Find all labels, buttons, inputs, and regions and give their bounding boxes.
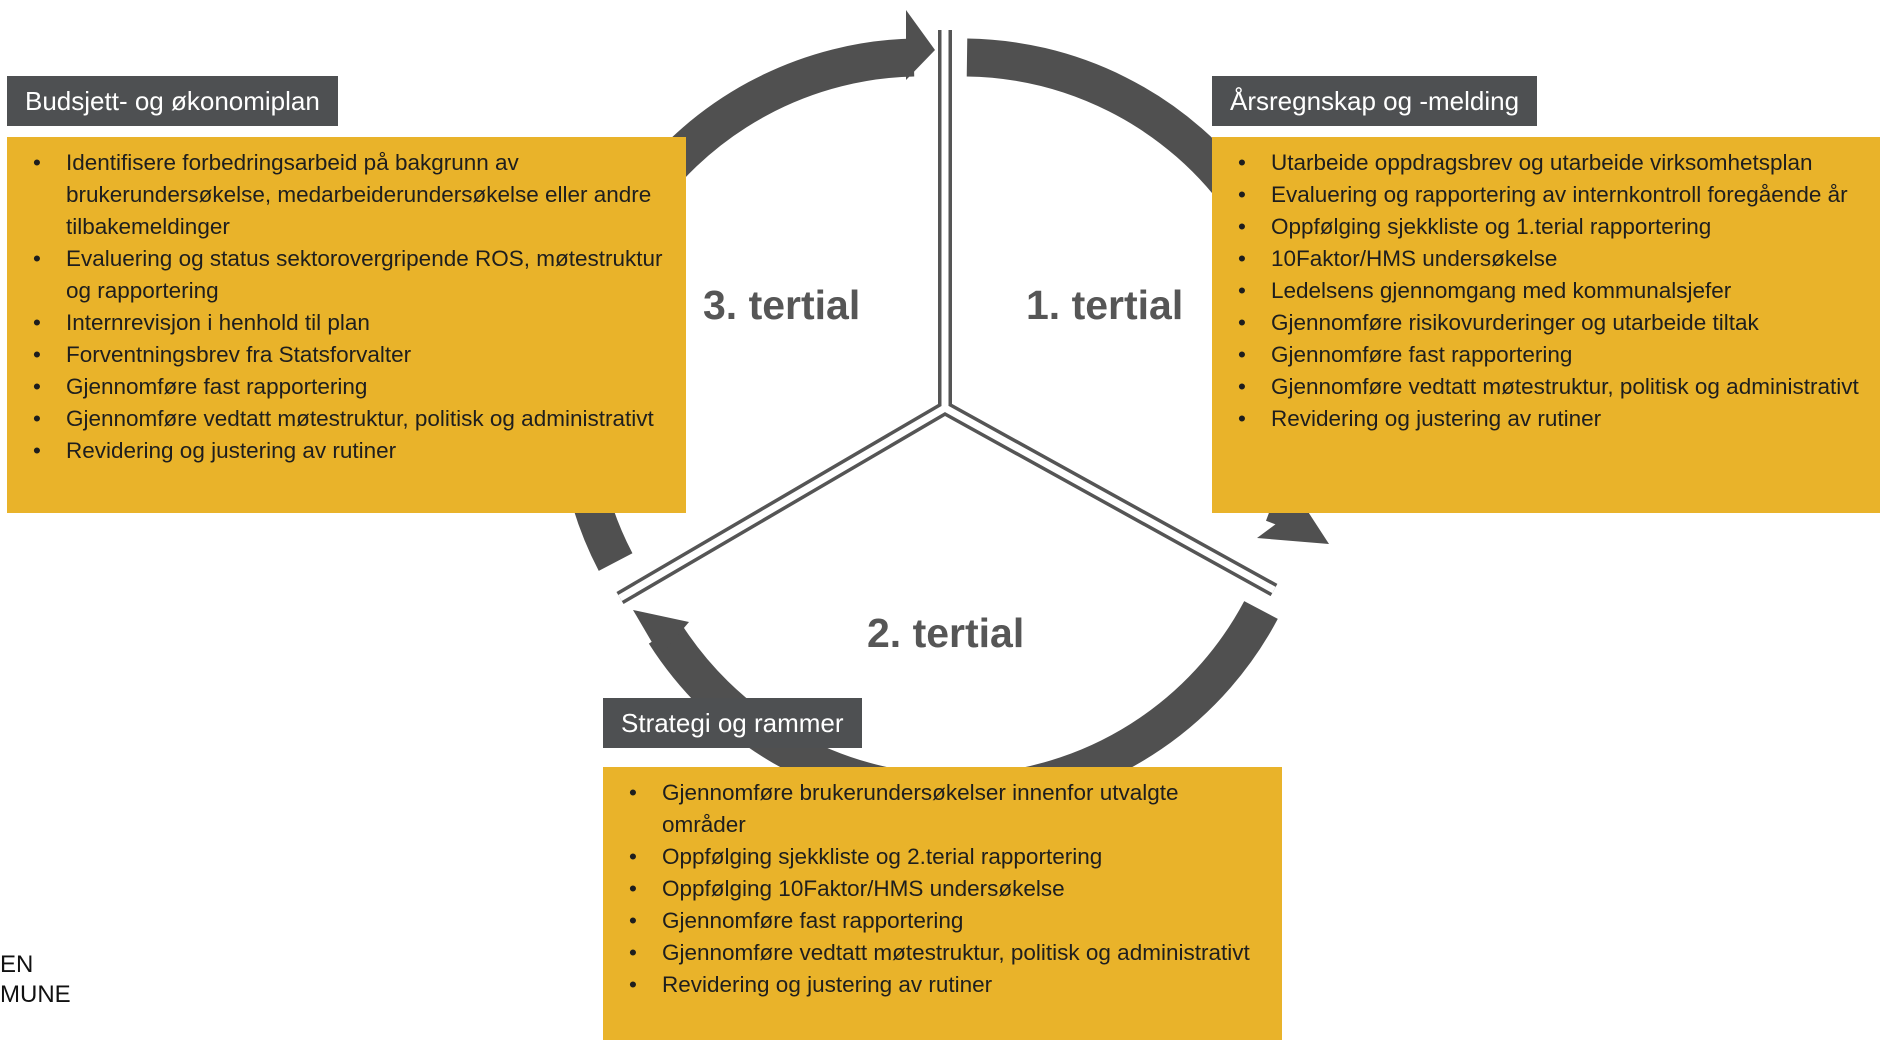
arrow-head-bottom xyxy=(633,610,689,656)
arrow-head-right xyxy=(1257,504,1329,544)
budsjett-task-item: Forventningsbrev fra Statsforvalter xyxy=(33,339,666,371)
budsjett-task-box: Identifisere forbedringsarbeid på bakgru… xyxy=(7,137,686,513)
arsregnskap-task-item: Evaluering og rapportering av internkont… xyxy=(1238,179,1860,211)
budsjett-task-item: Gjennomføre fast rapportering xyxy=(33,371,666,403)
strategi-task-item: Gjennomføre vedtatt møtestruktur, politi… xyxy=(629,937,1262,969)
strategi-task-list: Gjennomføre brukerundersøkelser innenfor… xyxy=(603,767,1282,1001)
arsregnskap-task-item: 10Faktor/HMS undersøkelse xyxy=(1238,243,1860,275)
budsjett-task-list: Identifisere forbedringsarbeid på bakgru… xyxy=(7,137,686,467)
strategi-task-box: Gjennomføre brukerundersøkelser innenfor… xyxy=(603,767,1282,1040)
logo-line-2: MUNE xyxy=(0,981,71,1008)
tertial-3-label: 3. tertial xyxy=(703,282,861,328)
strategi-task-item: Oppfølging sjekkliste og 2.terial rappor… xyxy=(629,841,1262,873)
arsregnskap-task-item: Ledelsens gjennomgang med kommunalsjefer xyxy=(1238,275,1860,307)
arsregnskap-task-item: Gjennomføre fast rapportering xyxy=(1238,339,1860,371)
strategi-title: Strategi og rammer xyxy=(603,698,862,748)
strategi-task-item: Revidering og justering av rutiner xyxy=(629,969,1262,1001)
budsjett-task-item: Revidering og justering av rutiner xyxy=(33,435,666,467)
budsjett-task-item: Gjennomføre vedtatt møtestruktur, politi… xyxy=(33,403,666,435)
arsregnskap-title: Årsregnskap og -melding xyxy=(1212,76,1538,126)
strategi-task-item: Gjennomføre fast rapportering xyxy=(629,905,1262,937)
arsregnskap-task-item: Utarbeide oppdragsbrev og utarbeide virk… xyxy=(1238,147,1860,179)
tertial-1-label: 1. tertial xyxy=(1026,282,1184,328)
strategi-task-item: Gjennomføre brukerundersøkelser innenfor… xyxy=(629,777,1262,841)
municipality-logo: EN MUNE xyxy=(0,950,71,1010)
arsregnskap-task-list: Utarbeide oppdragsbrev og utarbeide virk… xyxy=(1212,137,1880,435)
arsregnskap-task-box: Utarbeide oppdragsbrev og utarbeide virk… xyxy=(1212,137,1880,513)
budsjett-task-item: Evaluering og status sektorovergripende … xyxy=(33,243,666,307)
arsregnskap-task-item: Revidering og justering av rutiner xyxy=(1238,403,1860,435)
budsjett-task-item: Internrevisjon i henhold til plan xyxy=(33,307,666,339)
logo-line-1: EN xyxy=(0,951,34,978)
arsregnskap-task-item: Oppfølging sjekkliste og 1.terial rappor… xyxy=(1238,211,1860,243)
strategi-task-item: Oppfølging 10Faktor/HMS undersøkelse xyxy=(629,873,1262,905)
tertial-2-label: 2. tertial xyxy=(867,610,1025,656)
budsjett-title: Budsjett- og økonomiplan xyxy=(7,76,338,126)
arrow-head-top xyxy=(906,10,935,80)
arsregnskap-task-item: Gjennomføre risikovurderinger og utarbei… xyxy=(1238,307,1860,339)
budsjett-task-item: Identifisere forbedringsarbeid på bakgru… xyxy=(33,147,666,243)
arsregnskap-task-item: Gjennomføre vedtatt møtestruktur, politi… xyxy=(1238,371,1860,403)
